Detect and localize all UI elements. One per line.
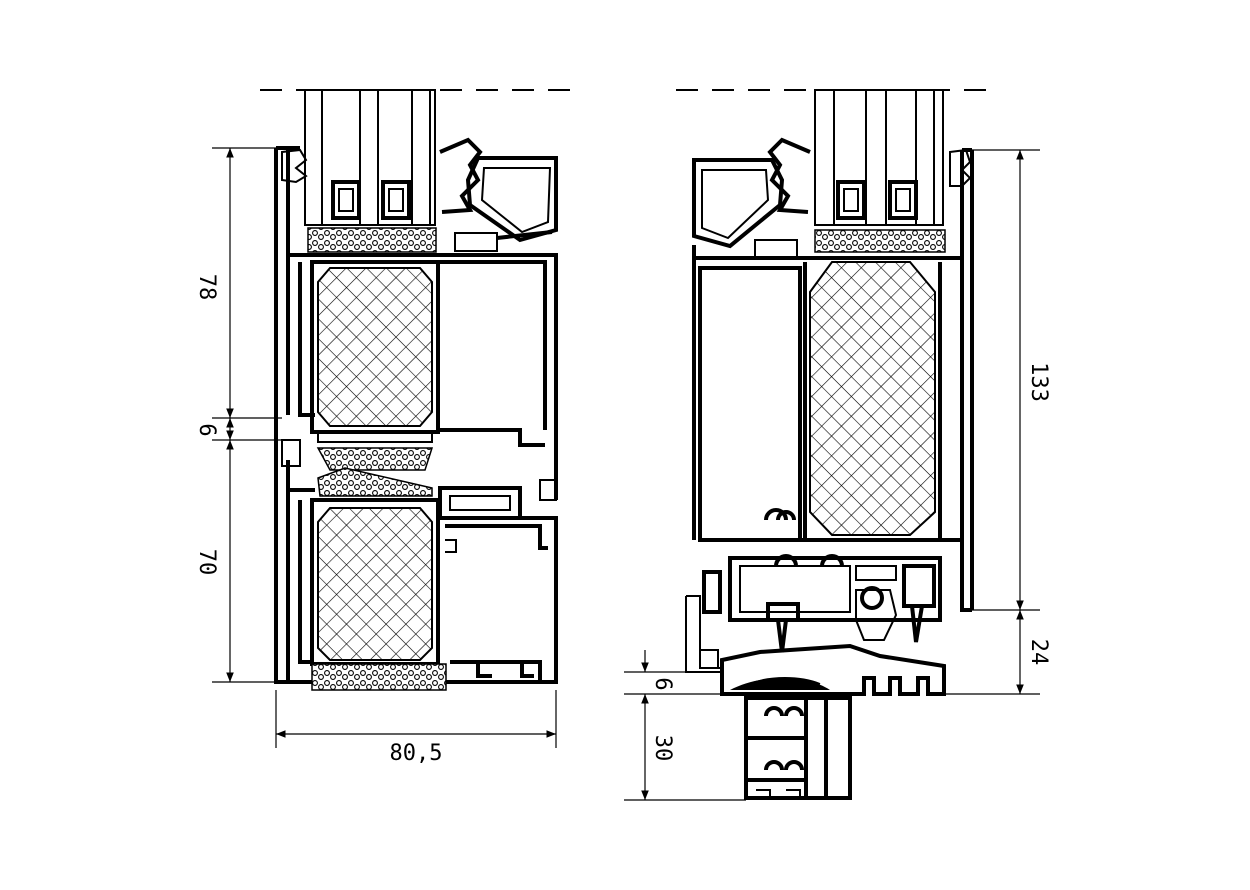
left-dimensions [212,147,557,748]
left-section: 78 6 70 80,5 [194,89,578,766]
dim-label-24: 24 [1026,639,1051,666]
dim-label-30: 30 [650,735,675,762]
right-glazing [814,89,944,226]
left-bottom-gasket [311,663,447,691]
dim-label-133: 133 [1026,362,1051,402]
right-sill-assembly [685,554,946,800]
right-frame [692,148,974,612]
left-upper-gasket [307,227,437,253]
dim-label-right-6: 6 [650,677,675,690]
right-upper-gasket [814,229,946,253]
left-upper-insulation [310,260,440,434]
dim-label-70: 70 [194,549,219,576]
dim-label-80-5: 80,5 [390,741,443,766]
right-section: 133 24 6 30 [624,89,1051,801]
right-dimensions [624,149,1040,801]
left-glazing [304,89,436,226]
right-insulation [809,261,936,536]
dim-label-left-6: 6 [194,423,219,436]
left-glazing-bead [281,137,558,252]
dim-label-78: 78 [194,274,219,301]
left-mid-transition [316,431,522,520]
left-lower-insulation [310,498,440,666]
